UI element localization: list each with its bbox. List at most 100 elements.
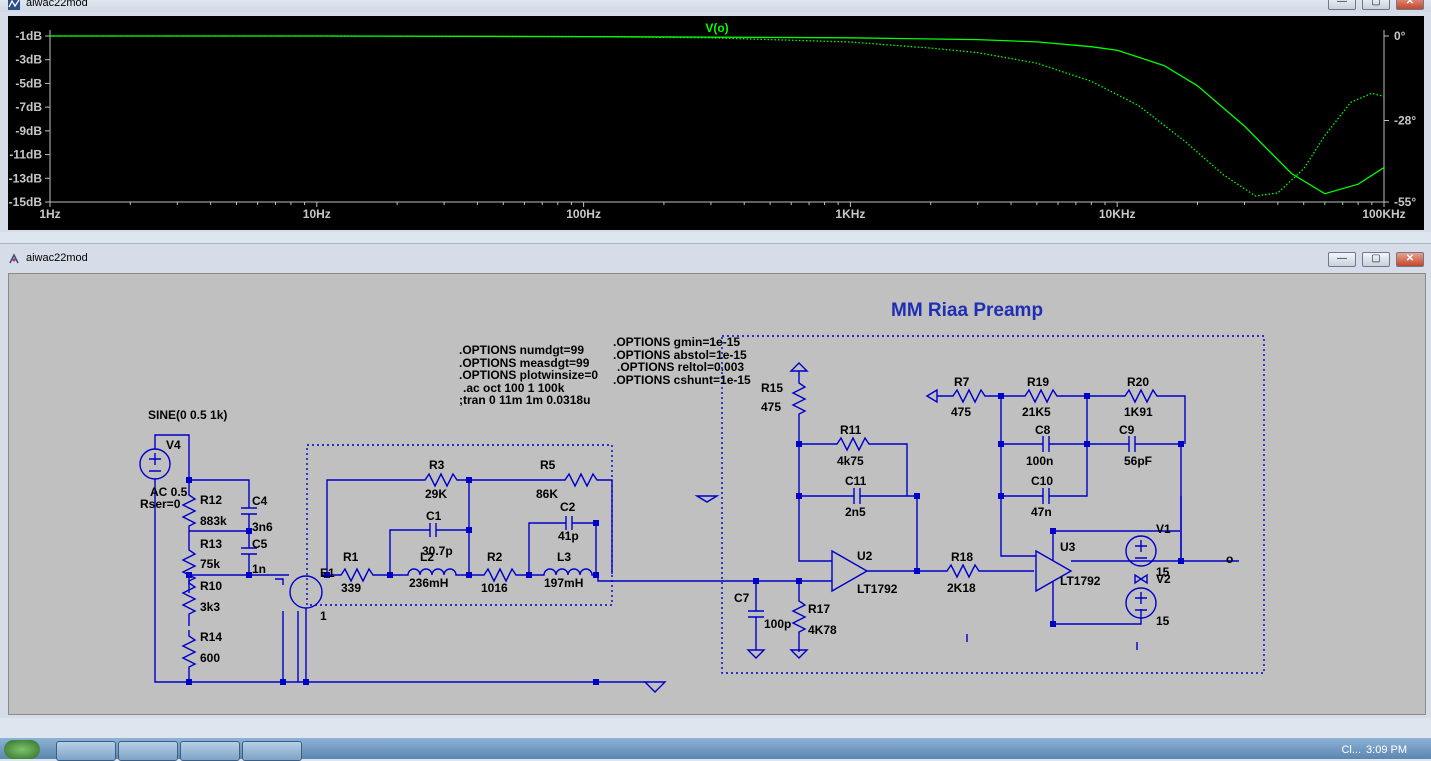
schematic-canvas[interactable]: MM Riaa Preamp .OPTIONS numdgt=99 .OPTIO… bbox=[8, 273, 1426, 715]
u3-value-label[interactable]: LT1792 bbox=[1060, 574, 1101, 588]
r7-value-label[interactable]: 475 bbox=[951, 405, 972, 419]
preamp-box bbox=[721, 335, 1265, 674]
v4-rser-label[interactable]: Rser=0 bbox=[140, 497, 181, 511]
r1-name-label[interactable]: R1 bbox=[343, 550, 359, 564]
v1-name-label[interactable]: V1 bbox=[1156, 522, 1171, 536]
c2-value-label[interactable]: 41p bbox=[558, 529, 579, 543]
y-tick-label: -5dB bbox=[15, 76, 42, 90]
v4-source-spec[interactable]: SINE(0 0.5 1k) bbox=[148, 408, 228, 422]
r13-value-label[interactable]: 75k bbox=[200, 557, 221, 571]
c10-value-label[interactable]: 47n bbox=[1031, 505, 1052, 519]
c10-name-label[interactable]: C10 bbox=[1031, 474, 1054, 488]
r14-name-label[interactable]: R14 bbox=[200, 630, 223, 644]
c5-value-label[interactable]: 1n bbox=[252, 562, 267, 576]
r5-value-label[interactable]: 86K bbox=[536, 487, 559, 501]
u2-value-label[interactable]: LT1792 bbox=[857, 582, 898, 596]
c11-value-label[interactable]: 2n5 bbox=[845, 505, 866, 519]
c1-name-label[interactable]: C1 bbox=[426, 509, 442, 523]
x-tick-label: 100KHz bbox=[1362, 207, 1405, 221]
taskbar-item-firefox[interactable] bbox=[118, 741, 178, 761]
spice-directives-left[interactable]: .OPTIONS numdgt=99 .OPTIONS measdgt=99 .… bbox=[459, 344, 598, 407]
schematic-titlebar[interactable]: aiwac22mod — ▢ ✕ bbox=[0, 249, 1431, 269]
c9-value-label[interactable]: 56pF bbox=[1124, 454, 1153, 468]
spice-directives-right[interactable]: .OPTIONS gmin=1e-15 .OPTIONS abstol=1e-1… bbox=[613, 336, 751, 386]
r12-name-label[interactable]: R12 bbox=[200, 493, 223, 507]
x-tick-label: 100Hz bbox=[566, 207, 601, 221]
r2-value-label[interactable]: 1016 bbox=[481, 581, 508, 595]
directive-line: .OPTIONS cshunt=1e-15 bbox=[613, 372, 751, 387]
taskbar-item-explorer[interactable] bbox=[56, 741, 116, 761]
l2-name-label[interactable]: L2 bbox=[420, 550, 435, 564]
plot-window: aiwac22mod — ▢ ✕ -1dB-3dB-5dB-7dB-9dB-11… bbox=[0, 0, 1431, 232]
c9-name-label[interactable]: C9 bbox=[1119, 423, 1135, 437]
l3-name-label[interactable]: L3 bbox=[557, 550, 572, 564]
schematic-close-button[interactable]: ✕ bbox=[1396, 252, 1424, 267]
r13-name-label[interactable]: R13 bbox=[200, 537, 223, 551]
start-button[interactable] bbox=[4, 740, 40, 759]
l2-value-label[interactable]: 236mH bbox=[409, 576, 449, 590]
plot-window-title: aiwac22mod bbox=[26, 0, 88, 9]
output-net-label[interactable]: o bbox=[1226, 552, 1234, 566]
u3-name-label[interactable]: U3 bbox=[1060, 540, 1076, 554]
u2-name-label[interactable]: U2 bbox=[857, 549, 873, 563]
x-tick-label: 10Hz bbox=[303, 207, 331, 221]
r2-name-label[interactable]: R2 bbox=[487, 550, 503, 564]
c2-name-label[interactable]: C2 bbox=[560, 500, 576, 514]
r17-name-label[interactable]: R17 bbox=[808, 602, 831, 616]
r5-name-label[interactable]: R5 bbox=[540, 458, 556, 472]
r20-name-label[interactable]: R20 bbox=[1127, 375, 1150, 389]
r10-value-label[interactable]: 3k3 bbox=[200, 600, 221, 614]
r11-name-label[interactable]: R11 bbox=[840, 423, 862, 437]
taskbar-clock[interactable]: 3:09 PM bbox=[1366, 744, 1407, 756]
r19-name-label[interactable]: R19 bbox=[1027, 375, 1050, 389]
v2-value-label[interactable]: 15 bbox=[1156, 614, 1170, 628]
taskbar-item-window[interactable] bbox=[242, 741, 302, 761]
r12-value-label[interactable]: 883k bbox=[200, 514, 227, 528]
schematic-heading: MM Riaa Preamp bbox=[891, 300, 1044, 321]
c7-name-label[interactable]: C7 bbox=[734, 591, 750, 605]
c4-name-label[interactable]: C4 bbox=[252, 494, 268, 508]
r17-value-label[interactable]: 4K78 bbox=[808, 623, 837, 637]
c11-name-label[interactable]: C11 bbox=[845, 474, 867, 488]
y2-tick-label: -55° bbox=[1394, 195, 1416, 209]
r14-value-label[interactable]: 600 bbox=[200, 651, 221, 665]
taskbar-item-ltspice[interactable] bbox=[180, 741, 240, 761]
r20-value-label[interactable]: 1K91 bbox=[1124, 405, 1153, 419]
r10-name-label[interactable]: R10 bbox=[200, 579, 223, 593]
v4-ac-label[interactable]: AC 0.5 bbox=[150, 485, 188, 499]
y-tick-label: -1dB bbox=[15, 29, 42, 43]
v1-value-label[interactable]: 15 bbox=[1156, 565, 1170, 579]
r1-value-label[interactable]: 339 bbox=[341, 581, 362, 595]
maximize-button[interactable]: ▢ bbox=[1362, 0, 1390, 10]
v2-symbol bbox=[1125, 587, 1157, 619]
c4-value-label[interactable]: 3n6 bbox=[252, 520, 273, 534]
schematic-maximize-button[interactable]: ▢ bbox=[1362, 252, 1390, 267]
plot-titlebar[interactable]: aiwac22mod — ▢ ✕ bbox=[0, 0, 1431, 12]
c5-name-label[interactable]: C5 bbox=[252, 537, 268, 551]
c1-value-label[interactable]: 30.7p bbox=[422, 544, 453, 558]
r11-value-label[interactable]: 4k75 bbox=[837, 454, 864, 468]
schematic-minimize-button[interactable]: — bbox=[1328, 252, 1356, 267]
c7-value-label[interactable]: 100p bbox=[764, 617, 792, 631]
phase-series-line bbox=[50, 35, 1385, 197]
r3-value-label[interactable]: 29K bbox=[425, 487, 448, 501]
e1-value-label[interactable]: 1 bbox=[320, 609, 327, 623]
x-tick-label: 1Hz bbox=[39, 207, 60, 221]
r3-name-label[interactable]: R3 bbox=[429, 458, 445, 472]
v2-name-label[interactable]: V2 bbox=[1156, 572, 1171, 586]
r18-name-label[interactable]: R18 bbox=[951, 550, 974, 564]
close-button[interactable]: ✕ bbox=[1396, 0, 1424, 10]
l3-value-label[interactable]: 197mH bbox=[544, 576, 584, 590]
v4-name-label[interactable]: V4 bbox=[166, 438, 181, 452]
e1-name-label[interactable]: E1 bbox=[320, 566, 335, 580]
minimize-button[interactable]: — bbox=[1328, 0, 1356, 10]
c8-value-label[interactable]: 100n bbox=[1026, 454, 1054, 468]
c8-name-label[interactable]: C8 bbox=[1035, 423, 1051, 437]
y2-tick-label: -28° bbox=[1394, 114, 1416, 128]
r15-value-label[interactable]: 475 bbox=[761, 400, 782, 414]
r15-name-label[interactable]: R15 bbox=[761, 381, 784, 395]
r18-value-label[interactable]: 2K18 bbox=[947, 581, 976, 595]
r19-value-label[interactable]: 21K5 bbox=[1022, 405, 1051, 419]
r7-name-label[interactable]: R7 bbox=[954, 375, 970, 389]
